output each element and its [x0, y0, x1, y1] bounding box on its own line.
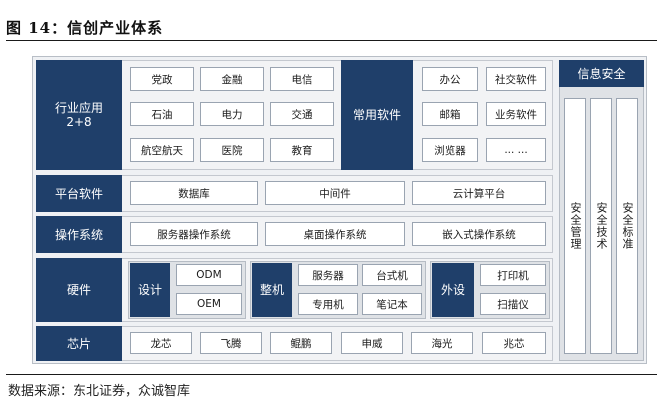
chip-item: 申威 [341, 332, 403, 354]
software-item: 业务软件 [486, 102, 546, 126]
software-item: 浏览器 [422, 138, 478, 162]
platform-item: 中间件 [265, 181, 405, 205]
os-item: 桌面操作系统 [265, 222, 405, 246]
machine-item: 专用机 [298, 293, 358, 315]
chip-item: 海光 [411, 332, 473, 354]
chip-item: 龙芯 [130, 332, 192, 354]
industry-item: 金融 [200, 67, 264, 91]
software-item: ... ... [486, 138, 546, 162]
peripheral-label: 外设 [432, 263, 474, 317]
industry-item: 医院 [200, 138, 264, 162]
machine-item: 台式机 [362, 264, 422, 286]
machine-item: 笔记本 [362, 293, 422, 315]
industry-item: 石油 [130, 102, 194, 126]
source-note: 数据来源：东北证券，众诚智库 [8, 384, 191, 399]
industry-item: 党政 [130, 67, 194, 91]
chip-label: 芯片 [36, 326, 122, 361]
software-item: 办公 [422, 67, 478, 91]
machine-label: 整机 [252, 263, 292, 317]
industry-item: 航空航天 [130, 138, 194, 162]
os-item: 服务器操作系统 [130, 222, 258, 246]
os-item: 嵌入式操作系统 [412, 222, 546, 246]
design-item: OEM [176, 293, 242, 315]
industry-item: 教育 [270, 138, 334, 162]
security-item: 安全技术 [590, 98, 612, 354]
industry-label: 行业应用 2+8 [36, 60, 122, 170]
os-label: 操作系统 [36, 216, 122, 253]
chip-item: 兆芯 [482, 332, 546, 354]
design-item: ODM [176, 264, 242, 286]
platform-item: 云计算平台 [412, 181, 546, 205]
design-label: 设计 [130, 263, 170, 317]
software-item: 邮箱 [422, 102, 478, 126]
platform-item: 数据库 [130, 181, 258, 205]
bottom-rule [6, 374, 657, 375]
common-software-label: 常用软件 [341, 60, 413, 170]
security-label: 信息安全 [559, 60, 644, 87]
industry-item: 交通 [270, 102, 334, 126]
chip-item: 鲲鹏 [270, 332, 332, 354]
peripheral-item: 打印机 [480, 264, 546, 286]
top-rule [6, 40, 657, 41]
security-item: 安全标准 [616, 98, 638, 354]
industry-item: 电力 [200, 102, 264, 126]
machine-item: 服务器 [298, 264, 358, 286]
figure-title: 图 14：信创产业体系 [6, 19, 164, 37]
security-item: 安全管理 [564, 98, 586, 354]
peripheral-item: 扫描仪 [480, 293, 546, 315]
hardware-label: 硬件 [36, 258, 122, 322]
platform-label: 平台软件 [36, 175, 122, 212]
industry-item: 电信 [270, 67, 334, 91]
chip-item: 飞腾 [200, 332, 262, 354]
software-item: 社交软件 [486, 67, 546, 91]
